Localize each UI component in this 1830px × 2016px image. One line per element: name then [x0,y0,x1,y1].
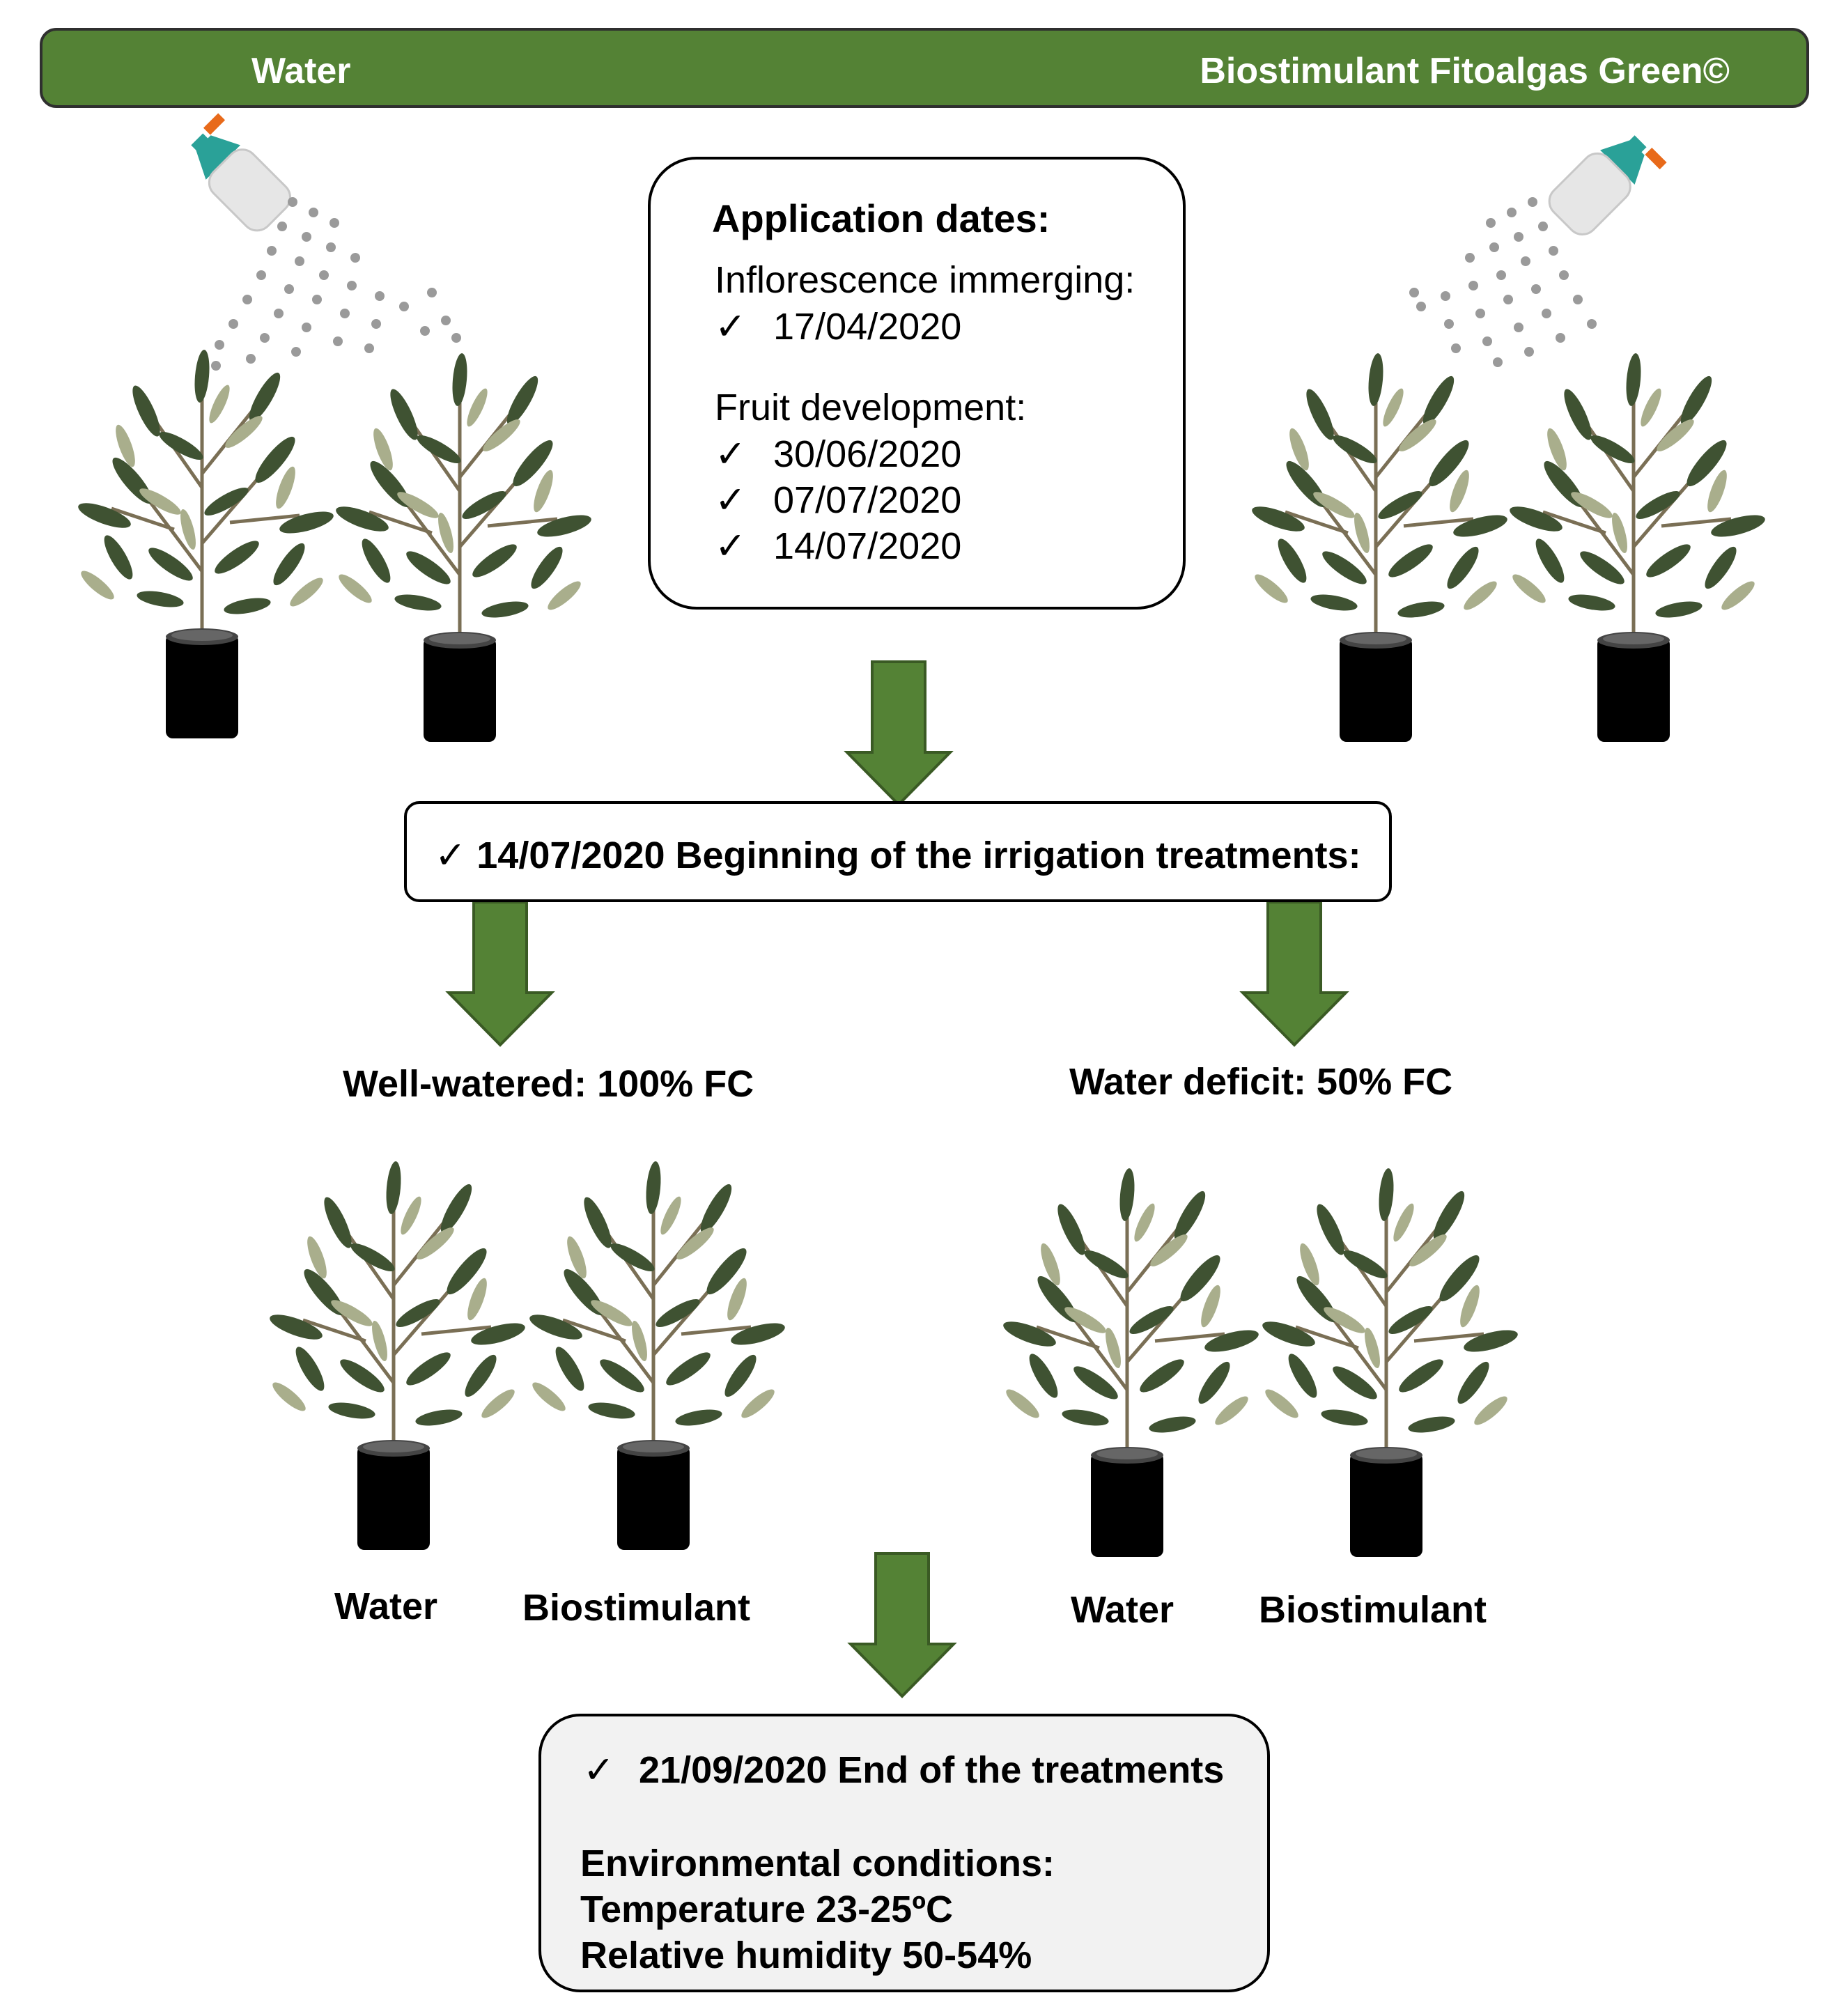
inflorescence-heading: Inflorescence immerging: [715,259,1135,301]
treatment-banner: Water Biostimulant Fitoalgas Green© [40,28,1809,108]
environmental-conditions-title: Environmental conditions: [580,1843,1055,1884]
arrow-down-icon [849,1552,955,1698]
application-dates-box: Application dates: Inflorescence immergi… [648,157,1186,610]
spray-bottle-icon [174,111,301,238]
spray-mist-right [1409,197,1597,367]
check-icon: ✓ [435,835,467,876]
check-icon: ✓ [583,1749,615,1791]
irrigation-start-box: ✓ 14/07/2020 Beginning of the irrigation… [404,801,1392,902]
arrow-down-icon [846,660,952,806]
date-item: ✓14/07/2020 [715,525,962,567]
spray-bottle-icon [1542,118,1668,245]
olive-plant-icon [75,349,335,738]
application-dates-title: Application dates: [712,196,1050,240]
arrow-down-icon [1241,901,1347,1046]
date-item: ✓17/04/2020 [715,306,962,348]
check-icon: ✓ [715,433,747,475]
plant-label-ww-biostimulant: Biostimulant [522,1587,751,1629]
olive-plant-icon [1507,352,1767,742]
end-treatments-box: ✓21/09/2020 End of the treatments Enviro… [538,1714,1270,1992]
olive-plant-icon [333,352,593,742]
arrow-down-icon [447,901,553,1046]
check-icon: ✓ [715,525,747,567]
date-item: ✓07/07/2020 [715,479,962,521]
irrigation-start-text: ✓ 14/07/2020 Beginning of the irrigation… [435,835,1361,876]
plant-label-ww-water: Water [334,1585,438,1627]
plant-label-wd-biostimulant: Biostimulant [1259,1589,1487,1631]
end-treatments-text: ✓21/09/2020 End of the treatments [583,1749,1225,1791]
spray-mist-left [211,197,461,371]
date-item: ✓30/06/2020 [715,433,962,475]
banner-label-biostimulant: Biostimulant Fitoalgas Green© [1200,51,1730,91]
water-deficit-label: Water deficit: 50% FC [1069,1061,1453,1103]
olive-plant-icon [1259,1168,1519,1557]
plant-label-wd-water: Water [1071,1589,1174,1631]
well-watered-label: Well-watered: 100% FC [343,1063,754,1105]
humidity-text: Relative humidity 50-54% [580,1934,1032,1976]
olive-plant-icon [267,1161,527,1550]
olive-plant-icon [1249,352,1509,742]
temperature-text: Temperature 23-25ºC [580,1889,953,1930]
banner-label-water: Water [251,51,351,91]
olive-plant-icon [1000,1168,1260,1557]
check-icon: ✓ [715,479,747,521]
olive-plant-icon [527,1161,786,1550]
check-icon: ✓ [715,306,747,348]
fruit-development-heading: Fruit development: [715,387,1027,428]
